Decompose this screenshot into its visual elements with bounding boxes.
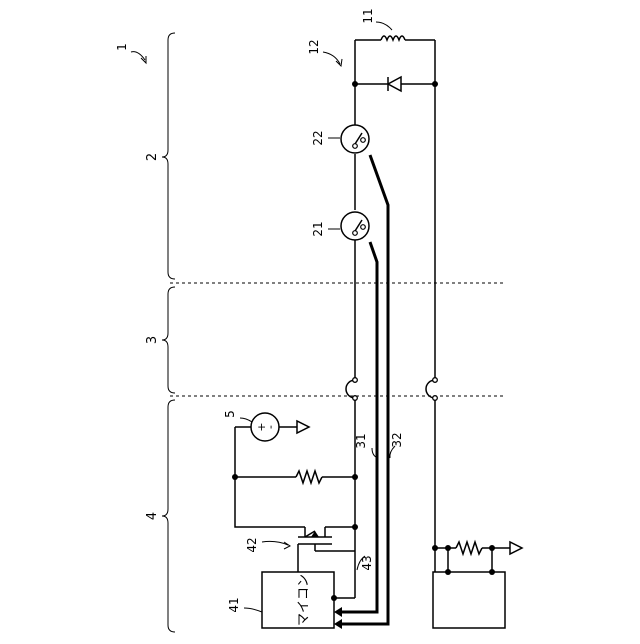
figure-ref-arrow xyxy=(131,52,145,60)
wire-43-ref-label: 43 xyxy=(360,555,374,570)
diode-ref-label: 12 xyxy=(307,39,321,54)
zone-brace-3 xyxy=(162,287,175,393)
zone-brace-4 xyxy=(162,400,175,632)
fet-icon xyxy=(298,527,355,572)
microcontroller-ref-label: 41 xyxy=(227,597,241,612)
resistor-load-icon xyxy=(456,542,510,554)
wire-32-ref-label: 32 xyxy=(390,432,404,447)
source-minus-label: - xyxy=(264,425,277,429)
wire-31-ref-label: 31 xyxy=(354,433,368,448)
diode-icon xyxy=(355,77,435,91)
zone-label-4: 4 xyxy=(145,512,160,520)
resistor-bias-icon xyxy=(235,471,355,483)
microcontroller-label: マイコン xyxy=(297,574,312,626)
ground-icon xyxy=(510,542,522,554)
zone-brace-2 xyxy=(162,33,175,279)
coil-icon xyxy=(355,36,435,40)
connector-left xyxy=(346,380,355,398)
switch-21-icon xyxy=(341,212,369,240)
switch-22-ref-label: 22 xyxy=(311,130,325,145)
source-ref-label: 5 xyxy=(223,410,237,418)
switch-22-icon xyxy=(341,125,369,153)
coil-ref-label: 11 xyxy=(361,8,375,23)
connector-right xyxy=(426,380,435,398)
zone-label-2: 2 xyxy=(145,153,160,161)
zone-label-3: 3 xyxy=(145,336,160,344)
switch-21-ref-label: 21 xyxy=(311,221,325,236)
load-box xyxy=(433,572,505,628)
fet-ref-label: 42 xyxy=(245,537,259,552)
figure-ref-label: 1 xyxy=(115,43,129,51)
